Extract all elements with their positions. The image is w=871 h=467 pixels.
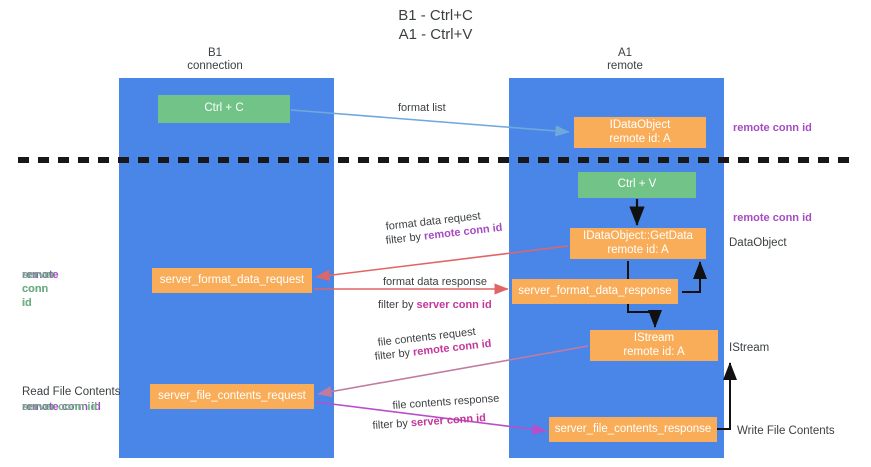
filter-prefix: filter by [385, 230, 425, 247]
box-server-format-data-response[interactable]: server_format_data_response [512, 279, 678, 304]
box-istream-subtitle: remote id: A [623, 345, 685, 358]
edge-label-format-data-response-filter: filter by server conn id [378, 298, 492, 312]
box-ctrl-c-label: Ctrl + C [204, 102, 244, 115]
box-idataobject[interactable]: IDataObject remote id: A [574, 117, 706, 148]
annotation-left-remote-conn-id-1: remote conn id [22, 269, 59, 309]
annotation-remote-conn-id-mid: remote conn id [733, 212, 812, 224]
box-server-file-contents-request-label: server_file_contents_request [158, 389, 306, 402]
box-idataobject-getdata[interactable]: IDataObject::GetData remote id: A [570, 228, 706, 259]
annotation-istream: IStream [729, 342, 770, 354]
box-server-file-contents-response[interactable]: server_file_contents_response [549, 417, 717, 442]
box-ctrl-v-label: Ctrl + V [617, 178, 657, 191]
title-line-1: B1 - Ctrl+C [398, 7, 473, 24]
filter-key-server-conn-id: server conn id [416, 299, 492, 311]
edge-label-file-contents-response-filter: filter by server conn id [372, 411, 486, 433]
filter-prefix: filter by [374, 346, 414, 363]
annotation-left-server-conn-id-1: server conn id [22, 269, 56, 309]
box-server-file-contents-response-label: server_file_contents_response [554, 422, 712, 435]
page-title: B1 - Ctrl+C A1 - Ctrl+V [0, 6, 871, 44]
annotation-remote-conn-id-top: remote conn id [733, 122, 812, 134]
box-ctrl-v[interactable]: Ctrl + V [578, 172, 696, 198]
box-idataobject-subtitle: remote id: A [609, 132, 671, 145]
box-istream-title: IStream [633, 332, 675, 344]
column-header-b1-sub: connection [187, 60, 243, 72]
box-getdata-title: IDataObject::GetData [583, 230, 693, 242]
box-server-format-data-request-label: server_format_data_request [159, 273, 305, 286]
column-header-a1-name: A1 [617, 47, 633, 59]
annotation-left-remote-conn-id-2: remote conn id [22, 401, 101, 413]
annotation-read-file-contents: Read File Contents [22, 386, 121, 398]
title-line-2: A1 - Ctrl+V [398, 26, 473, 43]
column-header-b1-name: B1 [207, 47, 223, 59]
filter-prefix: filter by [372, 417, 412, 432]
filter-key-server-conn-id: server conn id [410, 412, 487, 430]
edge-label-format-list: format list [398, 102, 446, 114]
column-header-a1-sub: remote [607, 60, 643, 72]
box-getdata-subtitle: remote id: A [607, 243, 669, 256]
box-server-format-data-response-label: server_format_data_response [518, 284, 672, 297]
annotation-write-file-contents: Write File Contents [737, 425, 835, 437]
box-server-file-contents-request[interactable]: server_file_contents_request [150, 384, 314, 409]
annotation-left-server-conn-id-2: server conn id [22, 401, 98, 413]
annotation-group-file-contents: Read File Contents remote conn id server… [22, 385, 121, 413]
box-istream[interactable]: IStream remote id: A [590, 330, 718, 361]
annotation-dataobject: DataObject [729, 237, 787, 249]
box-idataobject-title: IDataObject [609, 119, 671, 131]
box-ctrl-c[interactable]: Ctrl + C [158, 95, 290, 123]
edge-label-file-contents-response: file contents response [392, 392, 500, 412]
box-server-format-data-request[interactable]: server_format_data_request [152, 268, 312, 293]
column-header-a1: A1 remote [535, 47, 715, 73]
filter-prefix: filter by [378, 299, 417, 311]
edge-label-format-data-response: format data response [383, 276, 487, 288]
column-header-b1: B1 connection [125, 47, 305, 73]
